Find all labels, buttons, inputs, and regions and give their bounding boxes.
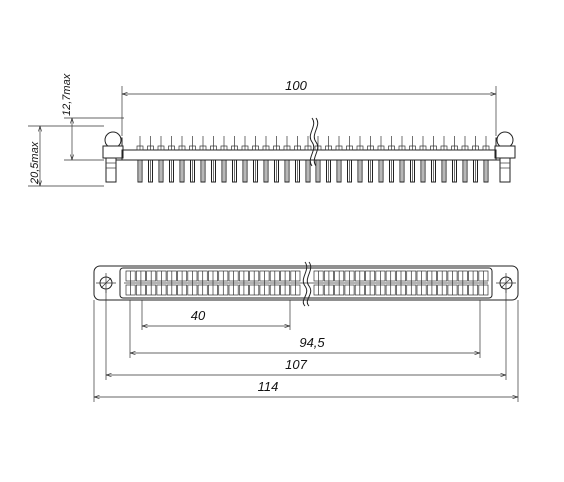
contact-cell	[447, 270, 458, 296]
contact-cell	[156, 270, 167, 296]
flange-outline	[93, 265, 519, 301]
side-pin	[461, 136, 469, 183]
top-view	[93, 261, 519, 307]
contact-cell	[146, 270, 157, 296]
side-pin	[231, 136, 238, 183]
contact-cell	[313, 270, 324, 296]
contact-cell	[280, 270, 291, 296]
side-pin	[273, 136, 280, 183]
contact-cell	[290, 270, 301, 296]
break-mark-side-2	[313, 117, 319, 167]
dim-94-5-label: 94,5	[299, 335, 325, 350]
dim-40: 40	[141, 300, 291, 330]
dim-94-5: 94,5	[129, 300, 481, 358]
contact-cell	[269, 270, 280, 296]
side-pin	[304, 136, 312, 183]
left-mounting-hole	[96, 273, 116, 293]
side-pin	[241, 136, 249, 183]
side-pin	[168, 136, 175, 183]
side-pin	[325, 136, 332, 183]
contact-cell	[208, 270, 218, 296]
contact-cell	[334, 270, 345, 296]
side-pin	[398, 136, 406, 183]
dim-40-label: 40	[191, 308, 206, 323]
side-pin	[335, 136, 343, 183]
contact-cell	[457, 270, 468, 296]
contact-cell	[426, 270, 437, 296]
contact-cell	[478, 270, 489, 296]
dim-100: 100	[121, 78, 497, 136]
dim-12-7max-label: 12,7max	[61, 73, 73, 116]
side-pin	[262, 136, 270, 183]
side-pin	[210, 136, 217, 183]
contact-cell	[406, 270, 417, 296]
dim-107: 107	[105, 290, 507, 380]
dim-20-5max: 20,5max	[28, 125, 104, 187]
contact-cell	[396, 270, 406, 296]
side-view	[102, 117, 516, 183]
side-pin	[367, 136, 374, 183]
side-pin	[451, 136, 458, 183]
side-pin	[430, 136, 437, 183]
side-pin	[283, 136, 291, 183]
contact-cell	[437, 270, 448, 296]
side-pin	[409, 136, 416, 183]
side-pin	[189, 136, 196, 183]
side-pin	[346, 136, 353, 183]
side-view-pins	[136, 136, 490, 183]
right-mounting-boss	[494, 131, 516, 183]
side-pin	[482, 136, 490, 183]
contact-cell	[187, 270, 198, 296]
side-pin	[199, 136, 207, 183]
contact-cell	[249, 270, 260, 296]
connector-body	[119, 267, 493, 299]
side-pin	[220, 136, 228, 183]
dim-100-label: 100	[285, 78, 307, 93]
side-pin	[157, 136, 165, 183]
break-mark-top	[302, 261, 308, 307]
side-pin	[440, 136, 448, 183]
dim-12-7max: 12,7max	[61, 73, 124, 161]
dim-114: 114	[93, 300, 519, 402]
side-pin	[136, 136, 144, 183]
contact-cell	[238, 270, 249, 296]
dim-20-5max-label: 20,5max	[29, 141, 41, 185]
left-mounting-boss	[102, 131, 124, 183]
contact-cell	[135, 270, 146, 296]
contact-cell	[344, 270, 355, 296]
side-pin	[294, 136, 301, 183]
side-pin	[178, 136, 186, 183]
contact-cell	[125, 270, 136, 296]
contact-cell	[166, 270, 177, 296]
dim-107-label: 107	[285, 357, 307, 372]
break-mark-top-2	[306, 261, 312, 307]
contact-cell	[365, 270, 376, 296]
contact-cell	[385, 270, 396, 296]
side-pin	[252, 136, 259, 183]
side-pin	[419, 136, 427, 183]
contact-cell	[375, 270, 386, 296]
contact-cell	[228, 270, 239, 296]
contact-cell	[323, 270, 334, 296]
side-pin	[314, 136, 322, 183]
top-view-contacts	[125, 270, 489, 296]
contact-cell	[259, 270, 270, 296]
side-pin	[472, 136, 479, 183]
right-mounting-hole	[496, 273, 516, 293]
side-pin	[388, 136, 395, 183]
break-mark-side	[309, 117, 315, 167]
contact-cell	[218, 270, 229, 296]
side-pin	[377, 136, 385, 183]
contact-cell	[468, 270, 479, 296]
side-pin	[356, 136, 364, 183]
contact-cell	[177, 270, 188, 296]
contact-cell	[416, 270, 427, 296]
dim-114-label: 114	[258, 379, 279, 394]
contact-cell	[354, 270, 365, 296]
contact-cell	[197, 270, 208, 296]
side-pin	[147, 136, 154, 183]
